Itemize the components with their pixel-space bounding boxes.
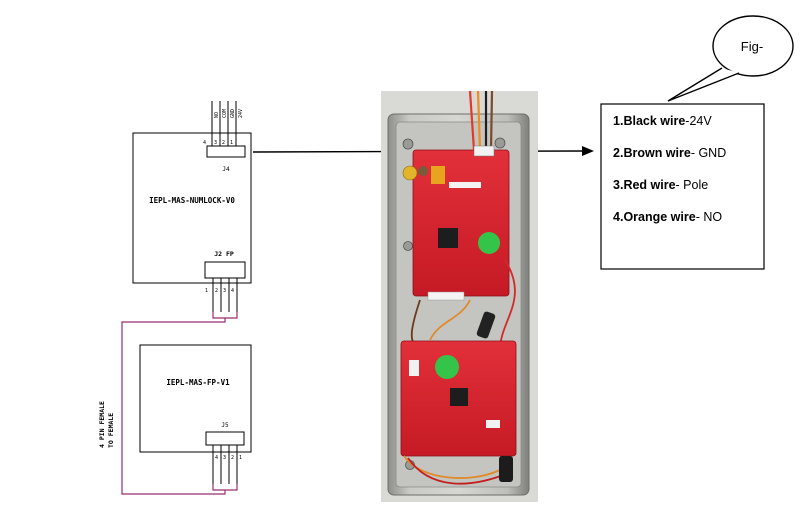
legend-item-4: 4.Orange wire- NO	[613, 210, 722, 224]
numlock-board-title: IEPL-MAS-NUMLOCK-V0	[149, 196, 235, 205]
j2-connector	[204, 261, 246, 279]
fp-board: IEPL-MAS-FP-V1 J5 4 3 2 1	[139, 344, 252, 484]
j5-pin-number: 2	[231, 455, 234, 461]
interconnect-cable	[121, 312, 238, 495]
j4-pin-label: COM	[222, 109, 228, 118]
j2-pin-number: 2	[215, 288, 218, 294]
enclosure-photo	[381, 90, 538, 502]
callout-label: Fig-	[741, 39, 763, 54]
j4-connector	[206, 145, 246, 158]
incoming-wires	[468, 90, 494, 151]
legend-item-1: 1.Black wire-24V	[613, 114, 712, 128]
fp-board-title: IEPL-MAS-FP-V1	[166, 378, 230, 387]
j2-pins	[212, 278, 238, 312]
legend-item-2: 2.Brown wire- GND	[613, 146, 726, 160]
j4-pin-number: 2	[222, 140, 225, 146]
j2-label: J2 FP	[214, 250, 234, 258]
j2-pin-number: 3	[223, 288, 226, 294]
j5-label: J5	[221, 422, 229, 429]
j2-pin-number: 1	[205, 288, 208, 294]
j5-pin-number: 4	[215, 455, 218, 461]
legend-item-3: 3.Red wire- Pole	[613, 178, 708, 192]
j4-pin-number: 3	[214, 140, 217, 146]
callout-bubble: Fig-	[667, 11, 794, 102]
j4-pin-number: 1	[230, 140, 233, 146]
j4-pin-label: GND	[230, 109, 236, 118]
j5-pins	[212, 445, 238, 484]
wire-legend: 1.Black wire-24V 2.Brown wire- GND 3.Red…	[600, 103, 765, 270]
j5-pin-number: 1	[239, 455, 242, 461]
j4-label: J4	[222, 166, 230, 173]
j4-pin-label: NO	[214, 112, 220, 118]
cable-label-line2: TO FEMALE	[107, 413, 115, 448]
j4-pin-label: 24V	[238, 109, 244, 118]
numlock-board: IEPL-MAS-NUMLOCK-V0 24V GND COM NO 4 3 2…	[132, 101, 252, 312]
j2-pin-number: 4	[231, 288, 234, 294]
j4-pin-labels: 24V GND COM NO	[214, 109, 244, 118]
cable-label: 4 PIN FEMALE TO FEMALE	[98, 401, 115, 448]
cable-label-line1: 4 PIN FEMALE	[98, 401, 106, 448]
j4-pins	[211, 101, 237, 146]
j5-pin-number: 3	[223, 455, 226, 461]
j4-pin-number: 4	[203, 140, 206, 146]
j5-connector	[205, 431, 245, 446]
